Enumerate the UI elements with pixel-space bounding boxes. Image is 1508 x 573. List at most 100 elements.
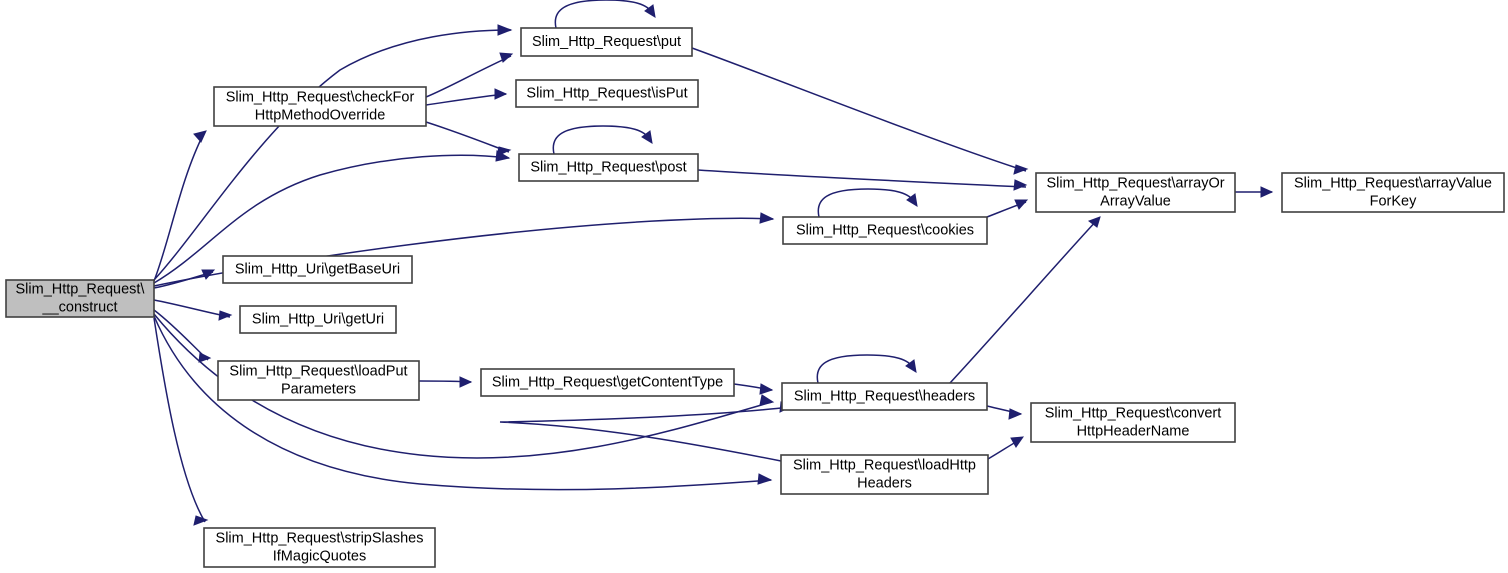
node-box-isput[interactable] xyxy=(515,79,699,108)
node-label-construct-line0: Slim_Http_Request\ xyxy=(16,281,146,297)
node-stripslashes[interactable]: Slim_Http_Request\stripSlashesIfMagicQuo… xyxy=(203,527,436,568)
arrowhead-checkfor-to-put xyxy=(499,52,514,63)
arrowhead-loadhttpheaders-to-convert xyxy=(1010,436,1025,448)
node-label-arrayvaluefor-line1: ForKey xyxy=(1370,193,1417,209)
edge-construct-to-stripslashes xyxy=(153,317,206,523)
node-box-arrayor[interactable] xyxy=(1035,172,1236,213)
node-checkfor[interactable]: Slim_Http_Request\checkForHttpMethodOver… xyxy=(213,86,427,127)
arrowhead-construct-to-put xyxy=(497,24,513,36)
edge-put-to-put xyxy=(554,0,654,29)
arrowhead-post-to-post xyxy=(641,130,653,144)
node-box-loadhttpheaders[interactable] xyxy=(780,454,989,495)
node-layer: Slim_Http_Request\__constructSlim_Http_R… xyxy=(5,27,1505,568)
node-geturi[interactable]: Slim_Http_Uri\getUri xyxy=(239,305,397,334)
node-box-getcontenttype[interactable] xyxy=(480,368,735,397)
edge-post-to-post xyxy=(552,125,651,155)
arrowhead-construct-to-checkfor xyxy=(193,130,207,143)
node-label-arrayor-line0: Slim_Http_Request\arrayOr xyxy=(1046,175,1224,191)
arrowhead-construct-to-getbaseuri xyxy=(201,269,216,280)
arrowhead-construct-to-loadhttpheaders xyxy=(757,473,773,485)
node-put[interactable]: Slim_Http_Request\put xyxy=(520,27,693,57)
edge-construct-to-post xyxy=(153,154,510,284)
node-label-loadhttpheaders-line1: Headers xyxy=(857,475,912,491)
node-label-arrayvaluefor-line0: Slim_Http_Request\arrayValue xyxy=(1294,175,1492,191)
edge-construct-to-put xyxy=(153,29,512,281)
arrowhead-post-to-arrayor xyxy=(1013,179,1028,191)
node-cookies[interactable]: Slim_Http_Request\cookies xyxy=(782,216,988,245)
arrowhead-construct-to-stripslashes xyxy=(193,515,209,526)
edge-put-to-arrayor xyxy=(691,47,1027,172)
node-box-checkfor[interactable] xyxy=(213,86,427,127)
arrowhead-checkfor-to-isput xyxy=(494,88,508,100)
node-label-convert-line0: Slim_Http_Request\convert xyxy=(1045,405,1222,421)
arrowhead-put-to-arrayor xyxy=(1013,164,1029,175)
node-label-stripslashes-line1: IfMagicQuotes xyxy=(273,548,367,564)
node-label-getbaseuri-line0: Slim_Http_Uri\getBaseUri xyxy=(235,261,400,277)
arrowhead-cookies-to-cookies xyxy=(906,193,918,207)
node-label-cookies-line0: Slim_Http_Request\cookies xyxy=(796,222,974,238)
node-label-arrayor-line1: ArrayValue xyxy=(1100,193,1171,209)
arrowhead-checkfor-to-post xyxy=(496,146,512,157)
edge-construct-to-headers xyxy=(153,313,773,459)
arrowhead-construct-to-headers xyxy=(759,394,775,406)
arrowhead-put-to-put xyxy=(644,4,656,18)
arrowhead-getcontenttype-to-headers xyxy=(759,383,774,395)
edge-layer xyxy=(153,0,1274,526)
node-label-getcontenttype-line0: Slim_Http_Request\getContentType xyxy=(492,374,723,390)
node-label-geturi-line0: Slim_Http_Uri\getUri xyxy=(252,311,384,327)
arrowhead-headers-to-convert xyxy=(1008,408,1023,420)
node-getbaseuri[interactable]: Slim_Http_Uri\getBaseUri xyxy=(222,255,413,284)
edge-headers-to-arrayor xyxy=(949,218,1099,384)
node-box-geturi[interactable] xyxy=(239,305,397,334)
node-label-loadput-line1: Parameters xyxy=(281,381,356,397)
node-label-loadput-line0: Slim_Http_Request\loadPut xyxy=(229,363,407,379)
node-label-convert-line1: HttpHeaderName xyxy=(1077,423,1190,439)
node-label-post-line0: Slim_Http_Request\post xyxy=(530,159,686,175)
edge-construct-to-loadhttpheaders xyxy=(153,315,772,491)
node-label-headers-line0: Slim_Http_Request\headers xyxy=(794,388,975,404)
edge-post-to-arrayor xyxy=(697,169,1027,188)
node-box-arrayvaluefor[interactable] xyxy=(1281,172,1505,213)
node-post[interactable]: Slim_Http_Request\post xyxy=(518,153,699,182)
edge-cookies-to-cookies xyxy=(817,188,916,218)
node-headers[interactable]: Slim_Http_Request\headers xyxy=(781,382,988,411)
edge-checkfor-to-isput xyxy=(425,93,507,106)
arrowhead-cookies-to-arrayor xyxy=(1014,199,1029,210)
arrowhead-loadput-to-getcontenttype xyxy=(459,376,473,388)
node-box-post[interactable] xyxy=(518,153,699,182)
node-box-getbaseuri[interactable] xyxy=(222,255,413,284)
arrowhead-arrayor-to-arrayvaluefor xyxy=(1260,186,1274,198)
node-isput[interactable]: Slim_Http_Request\isPut xyxy=(515,79,699,108)
node-box-convert[interactable] xyxy=(1030,402,1236,443)
arrowhead-construct-to-geturi xyxy=(218,310,233,321)
node-box-headers[interactable] xyxy=(781,382,988,411)
node-label-construct-line1: __construct xyxy=(42,299,118,315)
node-box-loadput[interactable] xyxy=(217,360,420,401)
node-box-cookies[interactable] xyxy=(782,216,988,245)
node-box-put[interactable] xyxy=(520,27,693,57)
arrowhead-headers-to-headers xyxy=(905,359,917,373)
arrowhead-construct-to-cookies xyxy=(759,212,775,224)
edge-construct-to-checkfor xyxy=(153,132,205,282)
node-label-checkfor-line1: HttpMethodOverride xyxy=(255,107,386,123)
node-label-stripslashes-line0: Slim_Http_Request\stripSlashes xyxy=(216,530,424,546)
node-box-construct[interactable] xyxy=(5,279,155,318)
edge-checkfor-to-post xyxy=(425,121,510,153)
node-box-stripslashes[interactable] xyxy=(203,527,436,568)
node-label-put-line0: Slim_Http_Request\put xyxy=(532,34,681,50)
edge-construct-to-geturi xyxy=(153,299,231,318)
node-getcontenttype[interactable]: Slim_Http_Request\getContentType xyxy=(480,368,735,397)
node-construct[interactable]: Slim_Http_Request\ __construct xyxy=(5,279,155,318)
arrowhead-construct-to-loadput xyxy=(198,352,212,363)
edge-checkfor-to-put xyxy=(425,55,512,98)
edge-loadhttpheaders-to-headers xyxy=(499,406,791,462)
arrowhead-headers-to-arrayor xyxy=(1087,216,1101,228)
edge-headers-to-headers xyxy=(816,354,915,384)
